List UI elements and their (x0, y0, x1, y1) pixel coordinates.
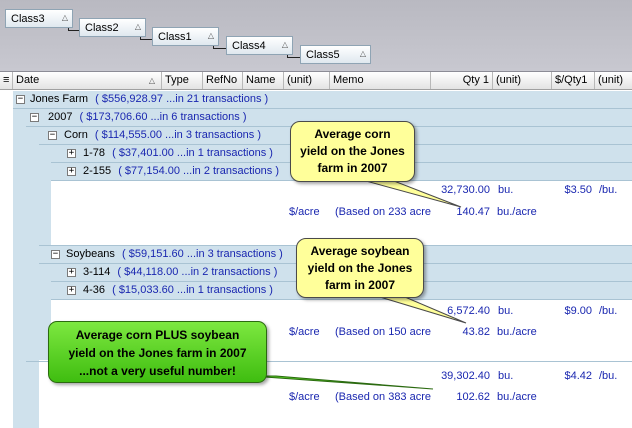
total-price-unit: /bu. (599, 370, 618, 382)
corn-yield-unit: bu./acre (497, 206, 537, 218)
group-label: Corn (64, 129, 88, 141)
collapse-toggle[interactable]: − (51, 249, 60, 259)
soy-yield-unit: bu./acre (497, 326, 537, 338)
column-qty-unit[interactable]: (unit) (493, 72, 552, 89)
callout-line: yield on the Jones farm in 2007 (68, 346, 247, 360)
total-per-acre-label: $/acre (289, 391, 320, 403)
expand-toggle[interactable]: + (67, 148, 76, 158)
group-summary: ( $44,118.00 ...in 2 transactions ) (117, 266, 278, 278)
group-row-2007[interactable] (26, 109, 632, 126)
total-based-on: (Based on 383 acre (335, 391, 432, 403)
expand-toggle[interactable]: + (67, 267, 76, 277)
group-button-class5[interactable]: Class5△ (300, 45, 371, 64)
callout-combined-yield: Average corn PLUS soybean yield on the J… (48, 321, 267, 383)
callout-soy-yield: Average soybean yield on the Jones farm … (296, 238, 424, 298)
soy-price-per-unit: $9.00 (564, 305, 592, 317)
column-refno[interactable]: RefNo (203, 72, 243, 89)
group-summary: ( $59,151.60 ...in 3 transactions ) (122, 248, 283, 260)
group-summary: ( $556,928.97 ...in 21 transactions ) (95, 93, 269, 105)
group-by-area: Class3△ Class2△ Class1△ Class4△ Class5△ (0, 0, 632, 72)
sort-asc-icon: △ (207, 31, 214, 40)
column-date[interactable]: Date △ (13, 72, 162, 89)
corn-based-on: (Based on 233 acre (335, 206, 432, 218)
indent-bar-level2 (26, 126, 39, 428)
total-yield-unit: bu./acre (497, 391, 537, 403)
column-memo[interactable]: Memo (330, 72, 431, 89)
corn-total-qty: 32,730.00 (441, 184, 490, 196)
column-per-qty1[interactable]: $/Qty1 (552, 72, 595, 89)
corn-yield: 140.47 (456, 206, 490, 218)
callout-corn-yield: Average corn yield on the Jones farm in … (290, 121, 415, 182)
group-row-jones[interactable] (13, 91, 632, 108)
indent-bar-level3-corn (39, 144, 51, 245)
group-label: 1-78 (83, 147, 106, 159)
column-header-row: ≡ Date △ Type RefNo Name (unit) Memo Qty… (0, 72, 632, 90)
soy-yield: 43.82 (462, 326, 490, 338)
group-label: Soybeans (66, 248, 115, 260)
column-type[interactable]: Type (162, 72, 203, 89)
column-qty1[interactable]: Qty 1 (431, 72, 493, 89)
group-label: 2-155 (83, 165, 112, 177)
callout-line: yield on the Jones (300, 144, 405, 158)
row-divider (13, 108, 632, 109)
group-label: Jones Farm (30, 93, 89, 105)
corn-price-per-unit: $3.50 (564, 184, 592, 196)
collapse-toggle[interactable]: − (16, 94, 25, 104)
callout-line: yield on the Jones (307, 261, 413, 275)
corn-per-acre-label: $/acre (289, 206, 320, 218)
column-chooser-icon[interactable]: ≡ (0, 72, 13, 89)
indent-bar-level1 (13, 108, 26, 428)
sort-asc-icon: △ (148, 76, 155, 85)
expand-toggle[interactable]: + (67, 166, 76, 176)
soy-based-on: (Based on 150 acre (335, 326, 432, 338)
row-divider (51, 299, 632, 300)
column-per-qty-unit[interactable]: (unit) (598, 74, 624, 86)
corn-total-unit: bu. (498, 184, 514, 196)
callout-line: farm in 2007 (317, 161, 388, 175)
group-button-class1[interactable]: Class1△ (152, 27, 219, 46)
column-unit[interactable]: (unit) (284, 72, 330, 89)
row-divider (26, 361, 632, 362)
column-name[interactable]: Name (243, 72, 284, 89)
group-button-class2[interactable]: Class2△ (79, 18, 146, 37)
callout-line: Average corn PLUS soybean (75, 328, 240, 342)
sort-asc-icon: △ (281, 40, 288, 49)
total-unit: bu. (498, 370, 514, 382)
callout-line: farm in 2007 (324, 278, 396, 292)
group-summary: ( $173,706.60 ...in 6 transactions ) (79, 111, 247, 123)
group-label: 3-114 (83, 266, 111, 278)
group-summary: ( $15,033.60 ...in 1 transactions ) (112, 284, 273, 296)
collapse-toggle[interactable]: − (30, 112, 39, 122)
total-qty: 39,302.40 (441, 370, 490, 382)
group-summary: ( $37,401.00 ...in 1 transactions ) (112, 147, 273, 159)
sort-asc-icon: △ (359, 49, 366, 58)
sort-asc-icon: △ (134, 22, 141, 31)
sort-asc-icon: △ (61, 13, 68, 22)
callout-line: ...not a very useful number! (79, 364, 236, 378)
callout-line: Average corn (314, 127, 391, 141)
total-price-per-unit: $4.42 (564, 370, 592, 382)
group-label: 4-36 (83, 284, 106, 296)
group-summary: ( $114,555.00 ...in 3 transactions ) (94, 129, 262, 141)
soy-total-qty: 6,572.40 (447, 305, 490, 317)
total-yield: 102.62 (456, 391, 490, 403)
soy-total-unit: bu. (498, 305, 514, 317)
group-label: 2007 (48, 111, 73, 123)
soy-price-unit: /bu. (599, 305, 618, 317)
corn-price-unit: /bu. (599, 184, 618, 196)
group-button-class3[interactable]: Class3△ (5, 9, 73, 28)
collapse-toggle[interactable]: − (48, 130, 57, 140)
soy-per-acre-label: $/acre (289, 326, 320, 338)
group-summary: ( $77,154.00 ...in 2 transactions ) (118, 165, 280, 177)
group-button-class4[interactable]: Class4△ (226, 36, 293, 55)
expand-toggle[interactable]: + (67, 285, 76, 295)
callout-line: Average soybean (310, 244, 410, 258)
